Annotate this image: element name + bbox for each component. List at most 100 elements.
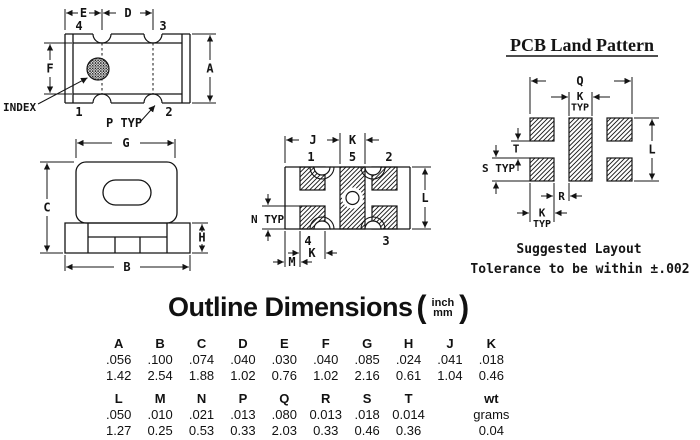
dim-label-k-typ-bot-typ: TYP bbox=[533, 219, 551, 230]
land-pattern-drawing: PCB Land Pattern Q K TYP T S TYP R K TYP… bbox=[470, 35, 689, 277]
top-view-centerlines bbox=[101, 43, 154, 94]
dim-label-k-typ-bot-k: K bbox=[539, 207, 546, 220]
pad-label-3: 3 bbox=[382, 234, 389, 248]
bottom-view-dim-arrows bbox=[264, 136, 429, 266]
castellation-plating-arcs bbox=[309, 166, 386, 230]
technical-drawing-canvas: E D 4 3 F A 1 2 INDEX P TYP G bbox=[3, 6, 690, 277]
outline-title-text: Outline Dimensions bbox=[168, 292, 413, 322]
unit-inch: inch bbox=[431, 296, 455, 309]
unit-stack: inch mm bbox=[431, 296, 456, 319]
tolerance-note: Tolerance to be within ±.002 bbox=[470, 262, 689, 277]
dim-inch-value: 0.013 bbox=[309, 407, 342, 422]
dim-label-k-bottom: K bbox=[308, 246, 316, 260]
dim-label-f: F bbox=[46, 62, 53, 76]
dim-label-a: A bbox=[206, 62, 214, 76]
index-label: INDEX bbox=[3, 101, 36, 114]
dim-letter: K bbox=[486, 336, 497, 351]
dim-label-p-typ: P TYP bbox=[106, 116, 142, 130]
dim-inch-value: .056 bbox=[106, 352, 132, 367]
dim-mm-value: 0.76 bbox=[271, 368, 297, 383]
outline-dimensions-title: Outline Dimensions ( inch mm ) bbox=[168, 289, 469, 325]
dim-mm-value: 0.46 bbox=[354, 423, 380, 438]
dim-label-b: B bbox=[123, 260, 130, 274]
dim-mm-value: 1.88 bbox=[188, 368, 215, 383]
dim-label-g: G bbox=[122, 136, 129, 150]
dim-mm-value: 0.61 bbox=[395, 368, 422, 383]
dim-label-n-typ: N TYP bbox=[251, 213, 284, 226]
dim-letter: T bbox=[404, 391, 413, 406]
land-pattern-pads bbox=[529, 117, 633, 182]
dim-mm-value: 1.02 bbox=[313, 368, 339, 383]
dim-inch-value: .013 bbox=[230, 407, 256, 422]
dim-label-k-typ-top-typ: TYP bbox=[571, 103, 589, 114]
dim-inch-value: 0.014 bbox=[392, 407, 425, 422]
dim-inch-value: .041 bbox=[437, 352, 463, 367]
dim-mm-value: 1.04 bbox=[437, 368, 463, 383]
side-view-base bbox=[64, 222, 191, 254]
dim-mm-value: 0.53 bbox=[188, 423, 215, 438]
dim-letter: F bbox=[321, 336, 330, 351]
top-view-extension-lines bbox=[44, 9, 216, 104]
pin-label-3: 3 bbox=[159, 19, 166, 33]
dim-inch-value: .080 bbox=[271, 407, 297, 422]
dim-mm-value: 2.03 bbox=[271, 423, 297, 438]
dim-letter: H bbox=[403, 336, 414, 351]
dim-letter: M bbox=[154, 391, 166, 406]
side-view-extension-lines bbox=[40, 139, 208, 271]
dim-label-l: L bbox=[421, 191, 428, 205]
dim-letter: S bbox=[362, 391, 372, 406]
dim-mm-value: 0.25 bbox=[147, 423, 173, 438]
dim-label-s-typ: S TYP bbox=[482, 162, 515, 175]
side-view-body bbox=[75, 161, 178, 224]
top-view-outline bbox=[64, 33, 191, 104]
dim-mm-value: 1.27 bbox=[106, 423, 132, 438]
dim-label-m: M bbox=[288, 255, 295, 269]
dim-mm-value: 2.16 bbox=[354, 368, 380, 383]
dim-letter: E bbox=[279, 336, 289, 351]
dim-inch-value: .085 bbox=[354, 352, 380, 367]
bottom-view-extension-lines bbox=[262, 133, 431, 267]
dim-mm-value: 0.36 bbox=[395, 423, 422, 438]
pad-label-1: 1 bbox=[307, 150, 314, 164]
dim-letter: J bbox=[446, 336, 454, 351]
pin-label-2: 2 bbox=[165, 105, 172, 119]
dim-letter: B bbox=[155, 336, 165, 351]
paren-open: ( bbox=[416, 289, 427, 325]
dim-label-r: R bbox=[558, 190, 565, 203]
dim-letter: G bbox=[362, 336, 373, 351]
dim-letter: L bbox=[114, 391, 123, 406]
side-view-slot bbox=[102, 179, 152, 206]
unit-mm: mm bbox=[433, 306, 453, 319]
dim-inch-value: .021 bbox=[188, 407, 215, 422]
dim-letter: wt bbox=[484, 391, 499, 406]
dim-letter: A bbox=[114, 336, 124, 351]
dim-label-k-typ-top-k: K bbox=[577, 90, 584, 103]
top-view-dim-arrows bbox=[37, 9, 214, 122]
dim-mm-value: 1.42 bbox=[106, 368, 132, 383]
dim-inch-value: .040 bbox=[313, 352, 339, 367]
dim-letter: P bbox=[238, 391, 248, 406]
side-view-drawing: G C B H bbox=[40, 136, 208, 274]
dim-inch-value: .018 bbox=[354, 407, 380, 422]
dim-mm-value: 1.02 bbox=[230, 368, 256, 383]
side-view-dim-arrows bbox=[43, 139, 206, 271]
dim-label-j: J bbox=[309, 133, 316, 147]
dim-inch-value: .074 bbox=[188, 352, 215, 367]
dim-label-h: H bbox=[198, 231, 205, 245]
dim-inch-value: .100 bbox=[147, 352, 173, 367]
land-pattern-title: PCB Land Pattern bbox=[510, 35, 654, 55]
